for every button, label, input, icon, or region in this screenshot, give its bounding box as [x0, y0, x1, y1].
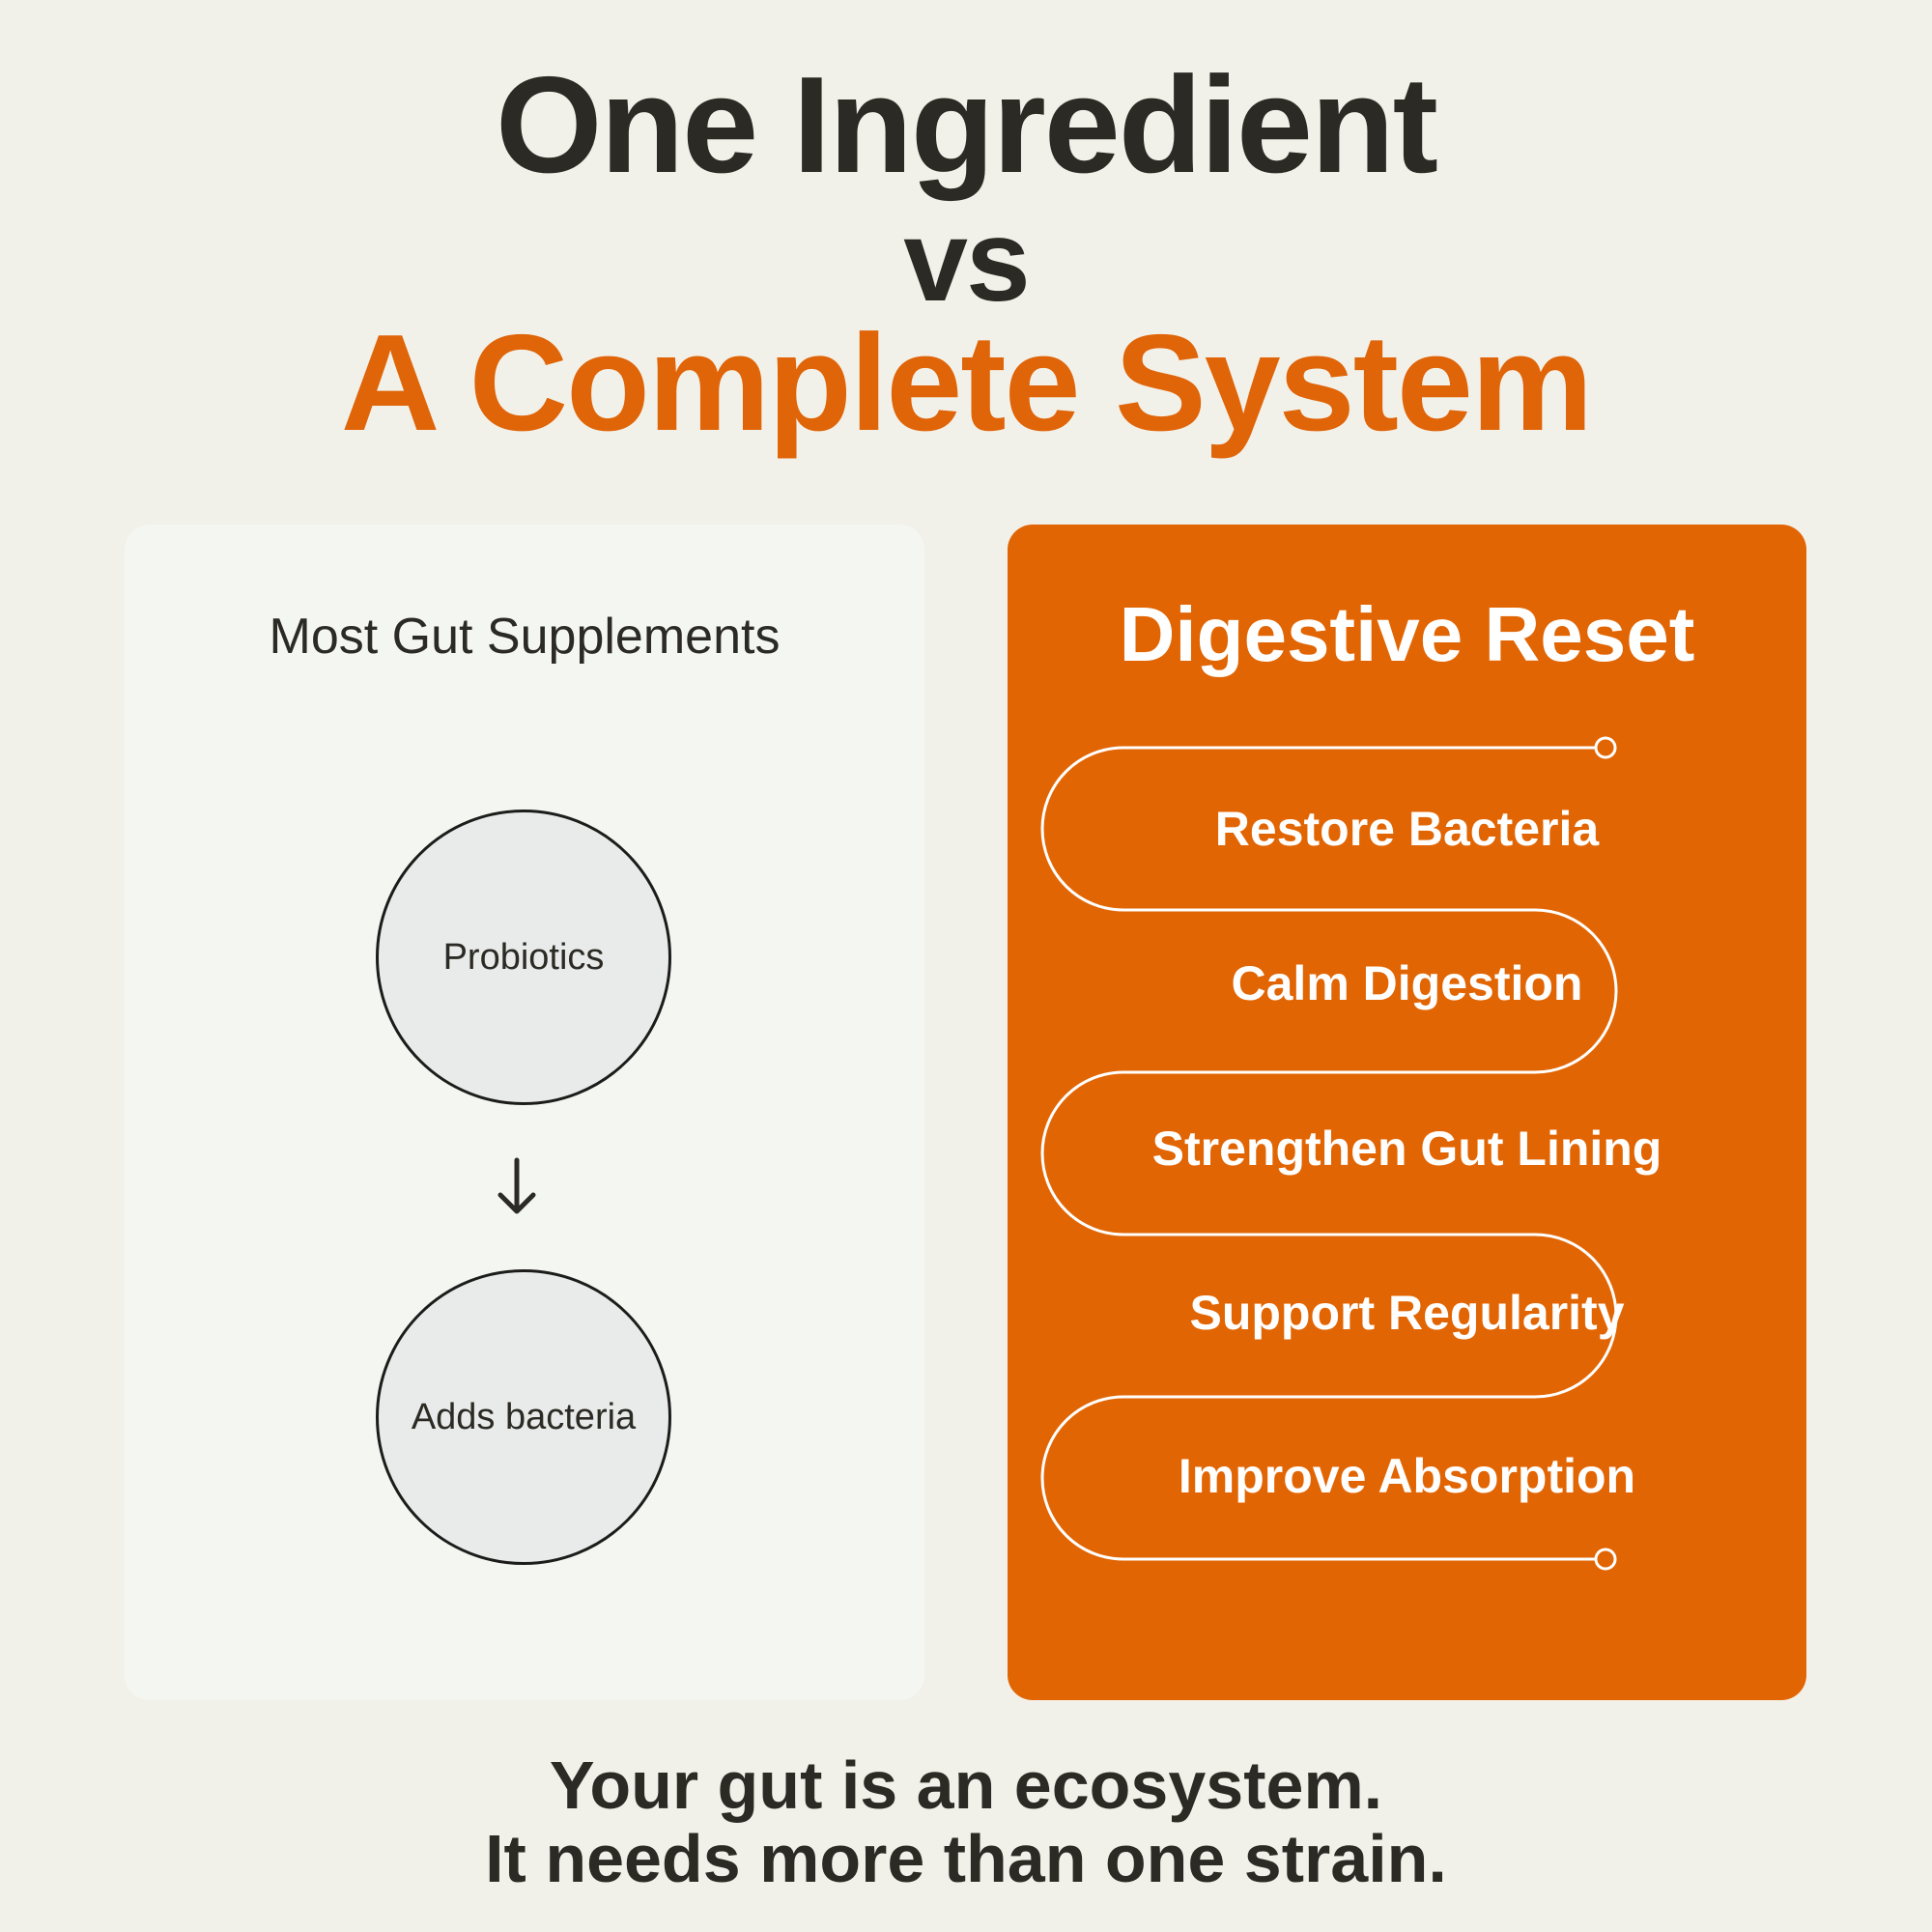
step-strengthen-gut-lining: Strengthen Gut Lining [1151, 1122, 1662, 1176]
step-calm-digestion: Calm Digestion [1231, 956, 1583, 1010]
arrow-down-icon [497, 1157, 536, 1214]
footer-line-2: It needs more than one strain. [485, 1821, 1447, 1896]
path-end-dot-icon [1594, 1548, 1617, 1571]
step-restore-bacteria: Restore Bacteria [1214, 802, 1600, 856]
node-label: Adds bacteria [411, 1396, 637, 1437]
serpentine-path [1040, 736, 1618, 1571]
headline-line-1: One Ingredient [496, 48, 1438, 202]
headline-line-3: A Complete System [340, 306, 1593, 460]
footer-line-1: Your gut is an ecosystem. [549, 1747, 1383, 1823]
card-title: Most Gut Supplements [269, 609, 781, 665]
path-start-dot-icon [1594, 736, 1617, 759]
headline-vs: vs [903, 196, 1030, 326]
node-probiotics: Probiotics [376, 810, 671, 1105]
node-label: Probiotics [442, 936, 605, 978]
card-title: Digestive Reset [1119, 591, 1695, 677]
comparison-card-most-supplements: Most Gut Supplements Probiotics Adds bac… [125, 525, 924, 1700]
comparison-card-digestive-reset: Digestive Reset Restore Bacteria Calm Di… [1008, 525, 1806, 1700]
step-improve-absorption: Improve Absorption [1178, 1449, 1636, 1503]
node-adds-bacteria: Adds bacteria [376, 1269, 671, 1565]
step-support-regularity: Support Regularity [1189, 1286, 1625, 1340]
